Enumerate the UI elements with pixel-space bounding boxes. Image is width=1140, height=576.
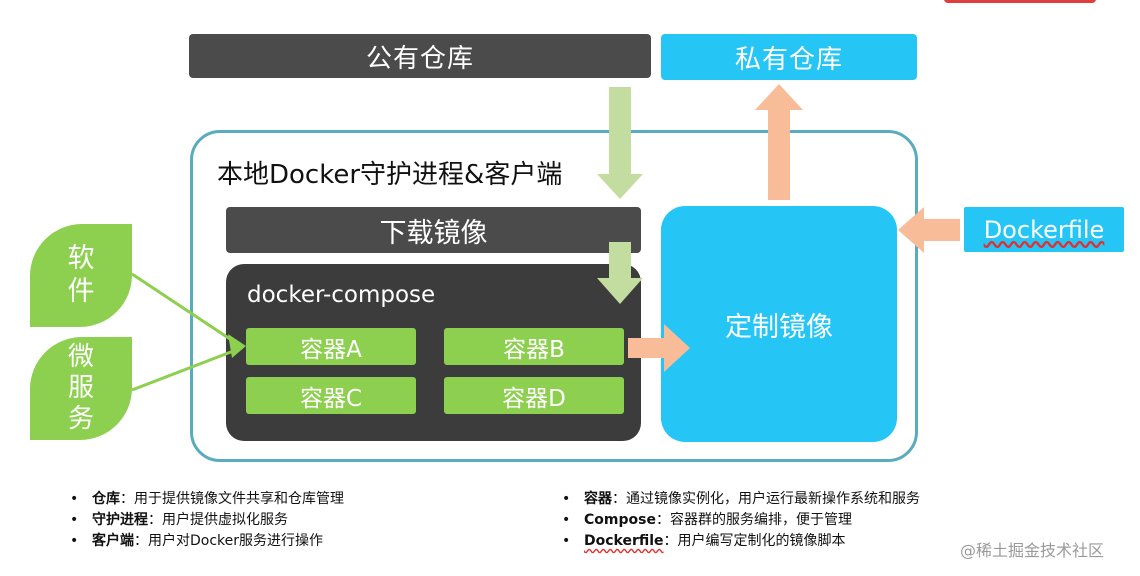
note-desc: ：用于提供镜像文件共享和仓库管理 bbox=[120, 491, 344, 507]
watermark: @稀土掘金技术社区 bbox=[960, 541, 1105, 560]
download-arrow-1 bbox=[597, 87, 643, 199]
public-repository-label: 公有仓库 bbox=[365, 43, 474, 74]
note-desc: ：通过镜像实例化，用户运行最新操作系统和服务 bbox=[612, 491, 920, 507]
docker-compose-title: docker-compose bbox=[247, 282, 436, 308]
docker-daemon-title: 本地Docker守护进程&客户端 bbox=[217, 160, 563, 190]
push-arrow bbox=[755, 84, 803, 200]
dockerfile-label: Dockerfile bbox=[983, 215, 1105, 244]
note-client: 客户端：用户对Docker服务进行操作 bbox=[70, 531, 490, 552]
notes-right: 容器：通过镜像实例化，用户运行最新操作系统和服务 Compose：容器群的服务编… bbox=[562, 489, 1002, 552]
software-link-line bbox=[131, 272, 237, 345]
microservice-leaf: 微 服 务 bbox=[30, 337, 132, 440]
note-term: Compose bbox=[584, 512, 656, 528]
note-term: Dockerfile bbox=[584, 533, 664, 549]
note-daemon: 守护进程：用户提供虚拟化服务 bbox=[70, 510, 490, 531]
download-arrow-2 bbox=[597, 242, 643, 304]
container-d: 容器D bbox=[444, 377, 624, 414]
note-desc: ：用户编写定制化的镜像脚本 bbox=[663, 533, 846, 549]
custom-image-label: 定制镜像 bbox=[725, 311, 833, 343]
microservice-leaf-char-1: 微 bbox=[67, 341, 94, 372]
custom-image-box: 定制镜像 bbox=[661, 206, 897, 442]
software-leaf-char-1: 软 bbox=[67, 243, 95, 275]
note-compose: Compose：容器群的服务编排，便于管理 bbox=[562, 510, 1002, 531]
note-repository: 仓库：用于提供镜像文件共享和仓库管理 bbox=[70, 489, 490, 510]
notes-left: 仓库：用于提供镜像文件共享和仓库管理 守护进程：用户提供虚拟化服务 客户端：用户… bbox=[70, 489, 490, 552]
public-repository-bar: 公有仓库 bbox=[189, 34, 651, 78]
microservice-leaf-char-2: 服 bbox=[67, 372, 94, 403]
microservice-link-line bbox=[131, 348, 237, 392]
dockerfile-box: Dockerfile bbox=[964, 207, 1124, 252]
container-b: 容器B bbox=[444, 328, 624, 365]
software-leaf: 软 件 bbox=[30, 224, 132, 327]
pull-image-bar: 下载镜像 bbox=[226, 207, 641, 253]
note-desc: ：容器群的服务编排，便于管理 bbox=[655, 512, 852, 528]
top-right-red-bar bbox=[944, 0, 1096, 3]
note-term: 守护进程 bbox=[92, 512, 148, 528]
private-repository-label: 私有仓库 bbox=[734, 44, 843, 75]
note-desc: ：用户对Docker服务进行操作 bbox=[134, 533, 324, 549]
pull-image-label: 下载镜像 bbox=[379, 217, 488, 249]
note-term: 仓库 bbox=[92, 491, 120, 507]
container-c: 容器C bbox=[246, 377, 416, 414]
dockerfile-to-image-arrow bbox=[898, 207, 960, 253]
private-repository-bar: 私有仓库 bbox=[661, 34, 917, 80]
note-dockerfile: Dockerfile：用户编写定制化的镜像脚本 bbox=[562, 531, 1002, 552]
container-to-image-arrow bbox=[628, 324, 690, 372]
microservice-leaf-char-3: 务 bbox=[67, 404, 94, 435]
container-a: 容器A bbox=[246, 328, 416, 365]
link-arrowhead bbox=[228, 334, 246, 358]
docker-daemon-frame bbox=[190, 130, 918, 462]
note-container: 容器：通过镜像实例化，用户运行最新操作系统和服务 bbox=[562, 489, 1002, 510]
note-term: 容器 bbox=[584, 491, 612, 507]
note-term: 客户端 bbox=[92, 533, 134, 549]
note-desc: ：用户提供虚拟化服务 bbox=[148, 512, 288, 528]
software-leaf-char-2: 件 bbox=[67, 275, 95, 307]
